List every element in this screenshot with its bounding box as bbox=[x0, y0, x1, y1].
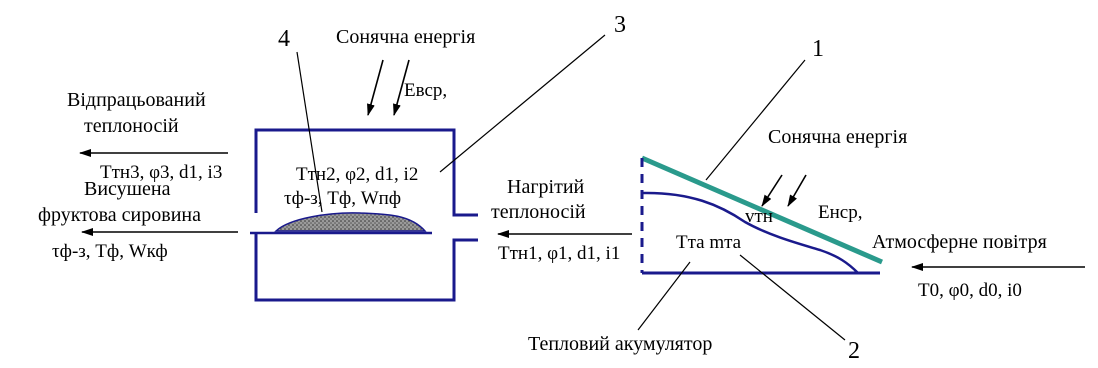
airflow-velocity: vтн bbox=[745, 206, 773, 227]
collector-glazing bbox=[641, 155, 883, 265]
ambient-params: T0, φ0, d0, i0 bbox=[918, 280, 1022, 301]
atmospheric-air-label: Атмосферне повітря bbox=[872, 231, 1047, 253]
solar-flux-right: Eнср, bbox=[818, 202, 862, 223]
drying-chamber-outline-lower bbox=[254, 233, 478, 302]
drying-chamber-outline bbox=[254, 128, 478, 217]
leader-line-2 bbox=[739, 254, 846, 341]
ref-number-4: 4 bbox=[278, 26, 290, 52]
heated-coolant-params: Tтн1, φ1, d1, i1 bbox=[498, 243, 620, 264]
spent-coolant-label-line2: теплоносій bbox=[84, 115, 179, 137]
dried-product-label-line2: фруктова сировина bbox=[38, 204, 201, 226]
solar-arrow-right-2 bbox=[787, 174, 807, 207]
heat-accumulator-label: Тепловий акумулятор bbox=[528, 333, 712, 355]
ref-number-1: 1 bbox=[812, 36, 824, 62]
solar-arrow-top-1 bbox=[367, 59, 384, 116]
chamber-params: Tтн2, φ2, d1, i2 bbox=[296, 164, 418, 185]
collector-inner-wall bbox=[641, 191, 859, 274]
accumulator-params: Tта mта bbox=[676, 232, 742, 253]
heated-coolant-label-line1: Нагрітий bbox=[507, 176, 585, 198]
leader-lines bbox=[296, 34, 846, 341]
spent-coolant-params: Tтн3, φ3, d1, i3 bbox=[100, 162, 222, 183]
variable-labels: Eвср, Tтн3, φ3, d1, i3 Tтн2, φ2, d1, i2 … bbox=[52, 80, 1022, 301]
solar-energy-label-top: Сонячна енергія bbox=[336, 26, 475, 48]
drying-chamber bbox=[250, 128, 478, 302]
leader-line-4 bbox=[296, 51, 323, 213]
solar-arrow-right-1 bbox=[761, 174, 783, 207]
heated-coolant-label-line2: теплоносій bbox=[491, 201, 586, 223]
leader-line-1 bbox=[705, 59, 806, 181]
dried-product-label-line1: Висушена bbox=[84, 178, 171, 200]
solar-energy-label-right: Сонячна енергія bbox=[768, 126, 907, 148]
reference-numbers: 1 2 3 4 bbox=[278, 12, 860, 364]
flow-arrows bbox=[79, 59, 1085, 271]
leader-line-accumulator bbox=[637, 261, 691, 331]
dried-product-params: τф-з, Tф, Wкф bbox=[52, 241, 168, 262]
fruit-product-layer bbox=[274, 212, 427, 232]
spent-coolant-label-line1: Відпрацьований bbox=[67, 89, 206, 111]
ref-number-2: 2 bbox=[848, 338, 860, 364]
product-params: τф-з, Tф, Wпф bbox=[284, 188, 401, 209]
leader-line-3 bbox=[439, 34, 606, 173]
ref-number-3: 3 bbox=[614, 12, 626, 38]
solar-arrow-top-2 bbox=[393, 59, 410, 116]
solar-flux-top: Eвср, bbox=[404, 80, 447, 101]
text-labels: Сонячна енергія Відпрацьований теплоносі… bbox=[38, 26, 1047, 355]
